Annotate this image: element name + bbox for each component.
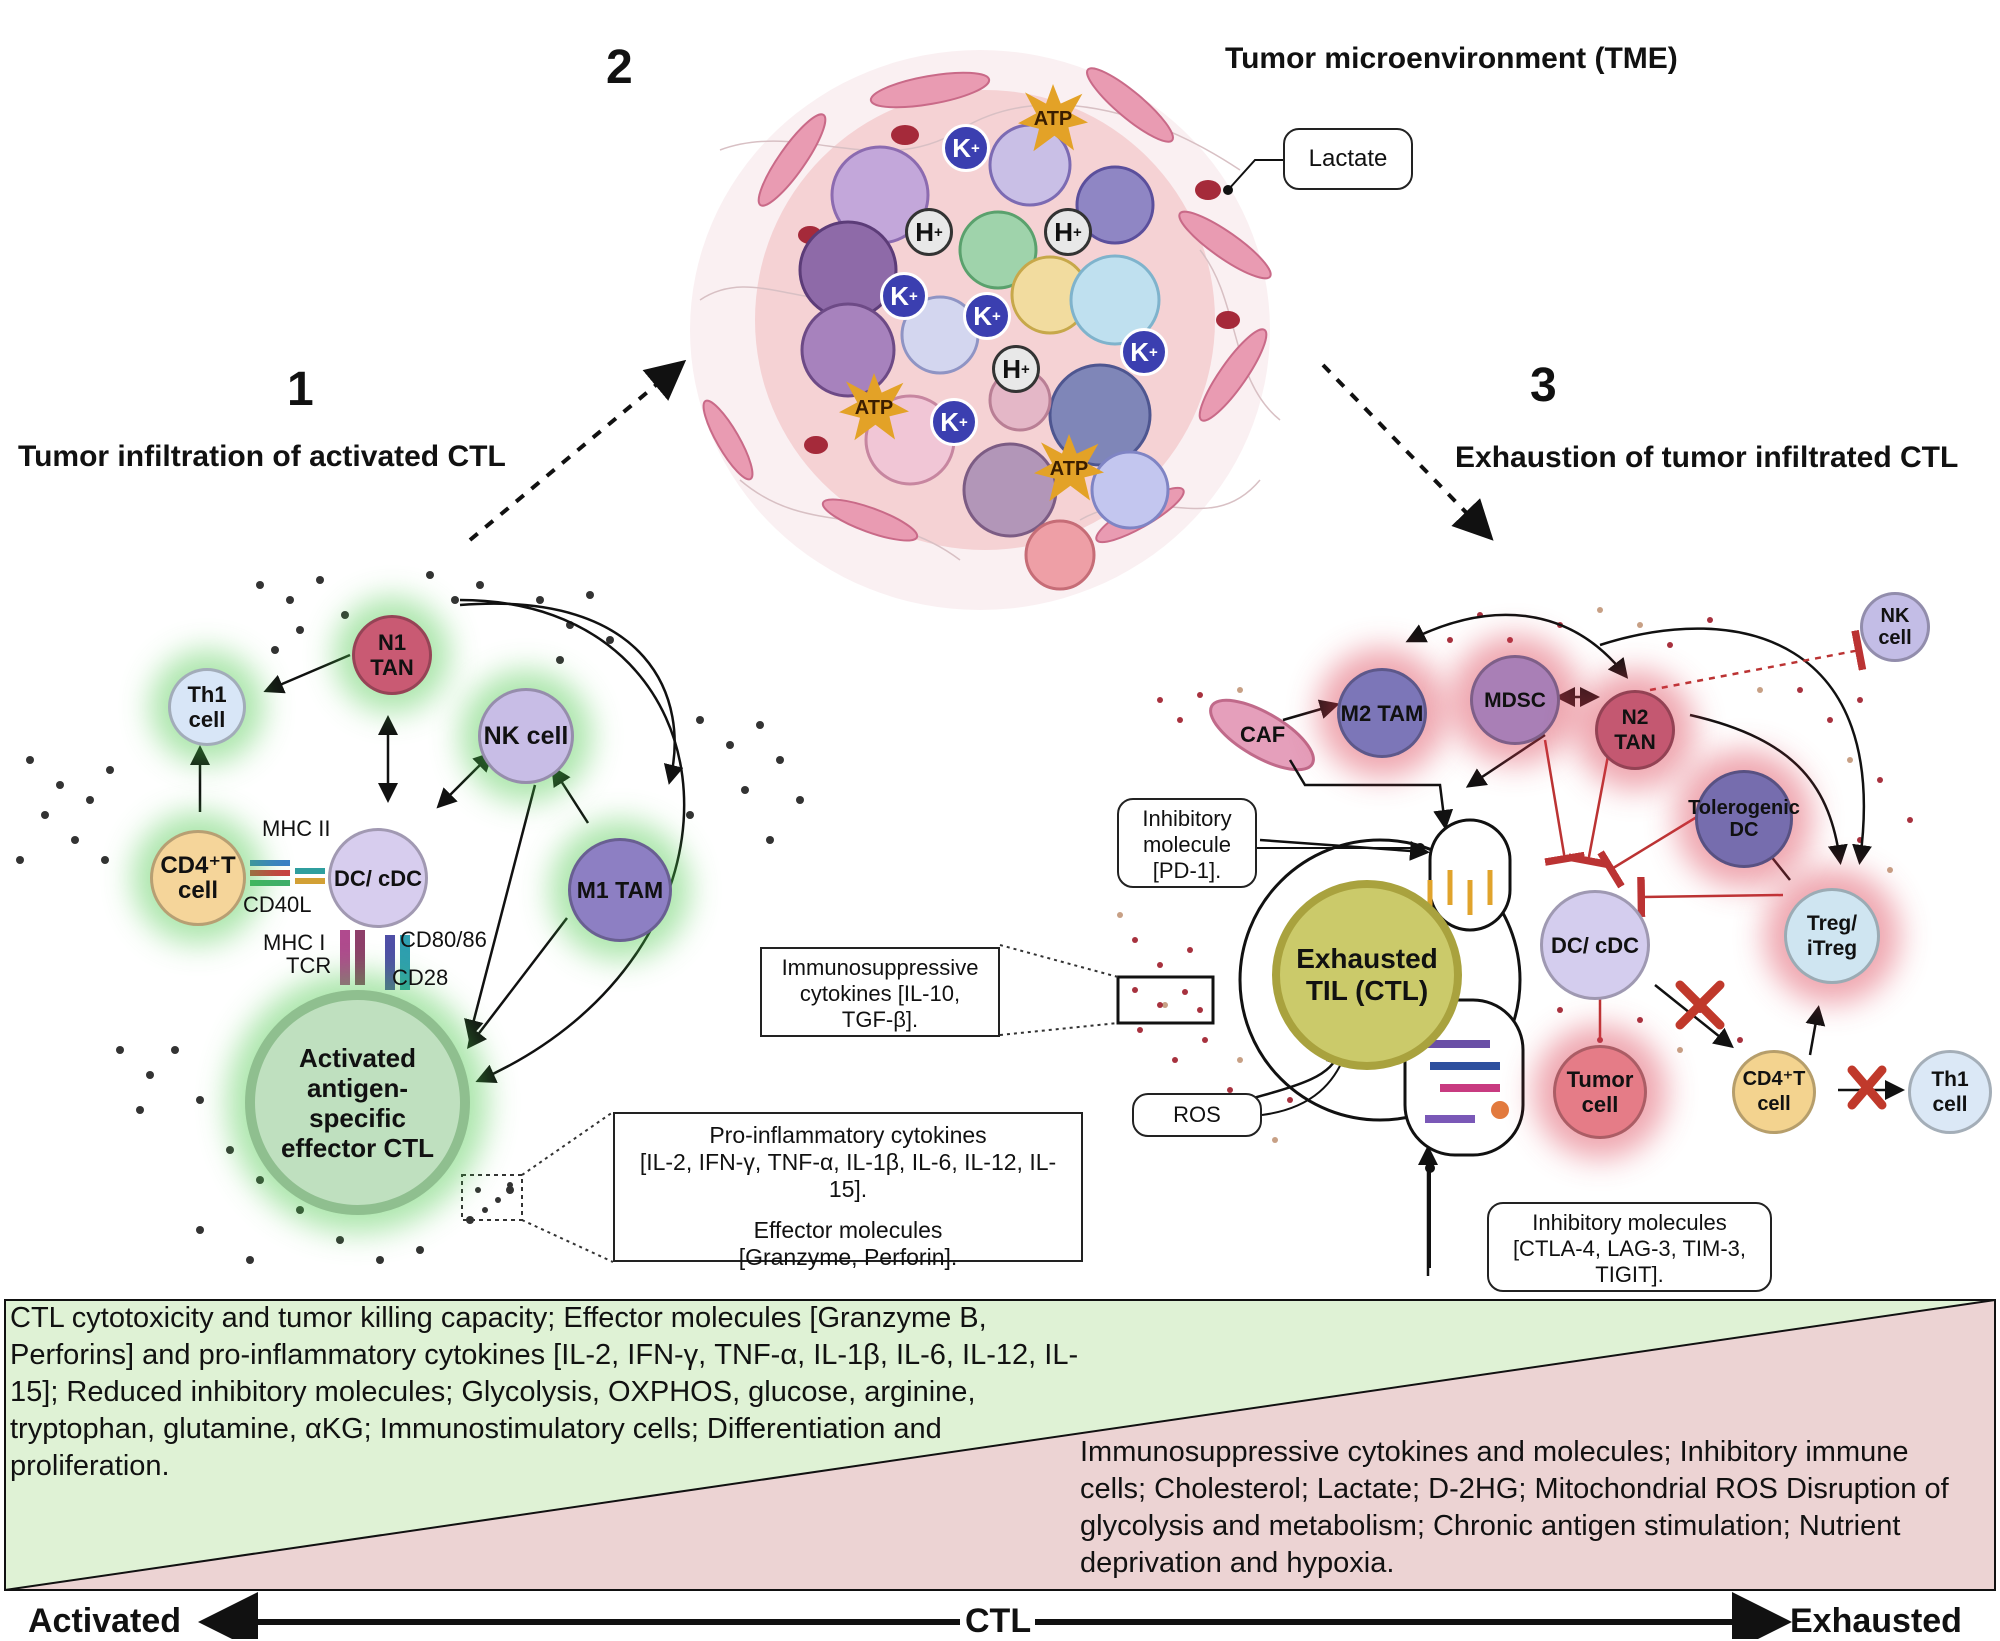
effector-molecules-title: Effector molecules (753, 1217, 943, 1243)
nk-cell-inhibited: NK cell (1860, 592, 1930, 662)
caf-label: CAF (1240, 722, 1286, 747)
lactate-leader-line (1227, 159, 1283, 191)
effector-molecules-list: [Granzyme, Perforin]. (738, 1244, 958, 1270)
caf-cell (1209, 698, 1315, 772)
pro-inflammatory-title: Pro-inflammatory cytokines (709, 1122, 987, 1148)
tcr-label: TCR (286, 953, 332, 978)
panel-3-cytokine-dots (1117, 607, 1913, 1143)
axis-exhausted-label: Exhausted (1790, 1602, 1962, 1640)
exhausted-til-ring (1238, 838, 1522, 1122)
ros-box: ROS (1132, 1093, 1262, 1137)
n1-tan-cell: N1 TAN (352, 615, 432, 695)
cd40l-label: CD40L (243, 892, 312, 917)
panel-1-title: Tumor infiltration of activated CTL (18, 440, 506, 473)
exhausted-til-cell: Exhausted TIL (CTL) (1272, 880, 1462, 1070)
hydrogen-ion: H+ (905, 208, 953, 256)
panel-1-arrows (190, 598, 686, 1083)
tolerogenic-dc-cell: Tolerogenic DC (1688, 770, 1800, 868)
potassium-ion: K+ (1120, 328, 1168, 376)
potassium-ion: K+ (942, 124, 990, 172)
lactate-label: Lactate (1283, 128, 1413, 190)
panel-1-receptor-complexes (250, 860, 410, 990)
atp-burst: ATP (1018, 84, 1088, 154)
dc-cdc-cell-exhausted: DC/ cDC (1540, 890, 1650, 1000)
inhibitory-pd1-box: Inhibitory molecule [PD-1]. (1117, 798, 1257, 888)
mhc2-label: MHC II (262, 816, 331, 841)
pro-inflammatory-list: [IL-2, IFN-γ, TNF-α, IL-1β, IL-6, IL-12,… (639, 1149, 1057, 1202)
inhibitory-receptors (1420, 1040, 1509, 1123)
activated-effector-ctl: Activated antigen-specific effector CTL (245, 990, 470, 1215)
atp-burst: ATP (1034, 434, 1104, 504)
cd28-label: CD28 (392, 965, 449, 990)
cd4-t-cell: CD4⁺T cell (150, 830, 246, 926)
nk-cell: NK cell (478, 688, 574, 784)
panel-1-number: 1 (287, 363, 314, 416)
axis-activated-label: Activated (28, 1602, 182, 1640)
th1-cell: Th1 cell (168, 668, 246, 746)
mhc1-label: MHC I (263, 930, 326, 955)
cd4-t-cell-exhausted: CD4⁺T cell (1732, 1050, 1816, 1134)
exhausted-features-text: Immunosuppressive cytokines and molecule… (1080, 1436, 1949, 1579)
potassium-ion: K+ (963, 292, 1011, 340)
panel-2-title: Tumor microenvironment (TME) (1225, 42, 1678, 75)
panel-3-title: Exhaustion of tumor infiltrated CTL (1455, 441, 1959, 474)
panel-2-number: 2 (606, 41, 633, 94)
m2-tam-cell: M2 TAM (1337, 668, 1427, 758)
arrow-1-to-2 (468, 359, 687, 542)
mdsc-cell: MDSC (1470, 655, 1560, 745)
dc-cdc-cell: DC/ cDC (328, 828, 428, 928)
hydrogen-ion: H+ (1044, 208, 1092, 256)
panel-3-inhibitory-lines (1543, 629, 1867, 1040)
atp-burst: ATP (839, 373, 909, 443)
potassium-ion: K+ (880, 272, 928, 320)
m1-tam-cell: M1 TAM (568, 838, 672, 942)
immunosuppressive-cytokines-box: Immunosuppressive cytokines [IL-10, TGF-… (760, 947, 1000, 1037)
panel-3-number: 3 (1530, 359, 1557, 412)
tumor-cell: Tumor cell (1553, 1045, 1647, 1139)
pro-inflammatory-callout: Pro-inflammatory cytokines [IL-2, IFN-γ,… (613, 1112, 1083, 1270)
activated-features-text: CTL cytotoxicity and tumor killing capac… (10, 1302, 1079, 1482)
panel-3-arrows (1209, 613, 1905, 1276)
potassium-ion: K+ (930, 398, 978, 446)
axis-ctl-label: CTL (965, 1602, 1032, 1640)
block-x-marks (1675, 980, 1887, 1110)
cd80-86-label: CD80/86 (400, 927, 487, 952)
treg-cell: Treg/ iTreg (1784, 888, 1880, 984)
panel-1-cytokine-dots (16, 571, 804, 1264)
gradient-panel (4, 1299, 1996, 1591)
hydrogen-ion: H+ (992, 345, 1040, 393)
th1-cell-blocked: Th1 cell (1908, 1050, 1992, 1134)
n2-tan-cell: N2 TAN (1595, 690, 1675, 770)
inhibitory-molecules-box: Inhibitory molecules [CTLA-4, LAG-3, TIM… (1487, 1202, 1772, 1292)
